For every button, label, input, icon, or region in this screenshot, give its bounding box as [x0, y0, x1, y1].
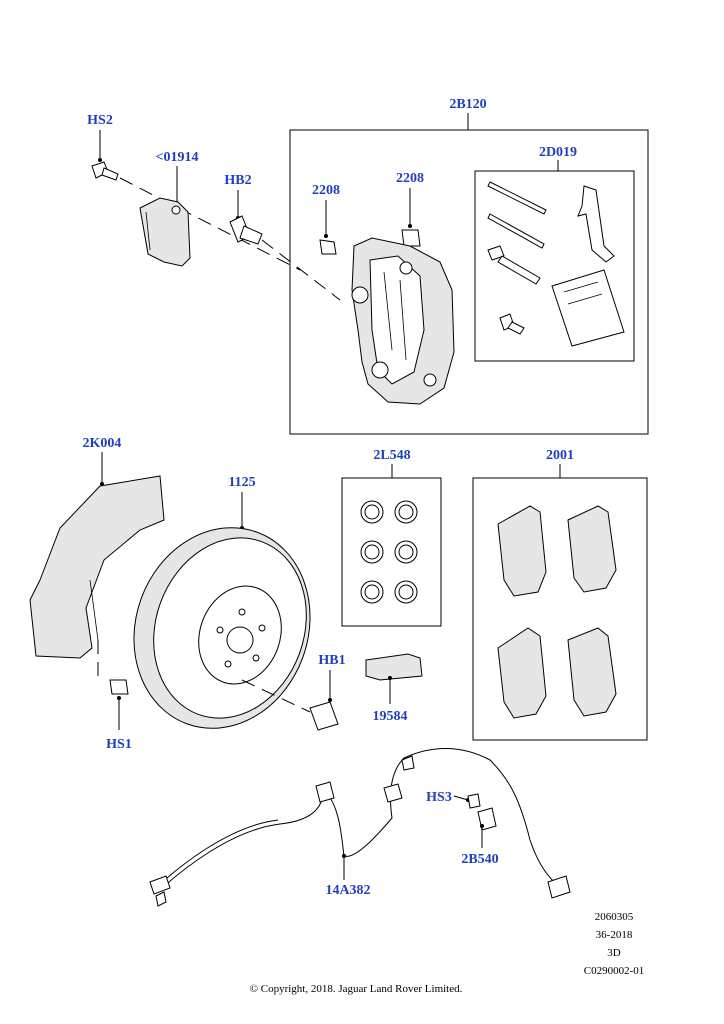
copyright-notice: © Copyright, 2018. Jaguar Land Rover Lim…	[250, 983, 463, 995]
bolt-hb2	[229, 190, 341, 301]
bracket-2b540	[477, 807, 497, 848]
bolt-hs2	[91, 130, 301, 271]
callout-01914: <01914	[156, 150, 199, 165]
brake-pad-box	[472, 464, 648, 741]
callout-14a382: 14A382	[325, 883, 370, 898]
callout-2208-left: 2208	[312, 183, 340, 198]
callout-2d019: 2D019	[539, 145, 577, 160]
meta-line-3: 3D	[607, 947, 621, 959]
callout-2k004: 2K004	[83, 436, 122, 451]
callout-hb1: HB1	[318, 653, 345, 668]
brake-disc	[133, 492, 311, 729]
kit-box	[474, 160, 635, 362]
callout-2b540: 2B540	[461, 852, 498, 867]
splash-shield-large	[29, 452, 165, 680]
callout-hs3: HS3	[426, 790, 452, 805]
seal-kit-box	[341, 464, 442, 627]
bolt-hs1	[109, 679, 129, 730]
callout-2001: 2001	[546, 448, 574, 463]
callout-1125: 1125	[228, 475, 255, 490]
callout-2b120: 2B120	[449, 97, 486, 112]
caliper-box	[289, 113, 649, 435]
splash-shield-small	[139, 166, 191, 267]
pad-shim	[365, 653, 423, 704]
meta-line-1: 2060305	[595, 911, 634, 923]
callout-hs2: HS2	[87, 113, 113, 128]
callout-2208-right: 2208	[396, 171, 424, 186]
bolt-hb1	[309, 670, 339, 731]
caliper-assembly	[319, 188, 455, 405]
callout-19584: 19584	[373, 709, 408, 724]
bolt-hs3	[453, 793, 481, 809]
callout-2l548: 2L548	[373, 448, 410, 463]
callout-hb2: HB2	[224, 173, 251, 188]
meta-line-4: C0290002-01	[584, 965, 645, 977]
meta-line-2: 36-2018	[596, 929, 633, 941]
wear-sensor-harness	[149, 748, 571, 907]
callout-hs1: HS1	[106, 737, 132, 752]
